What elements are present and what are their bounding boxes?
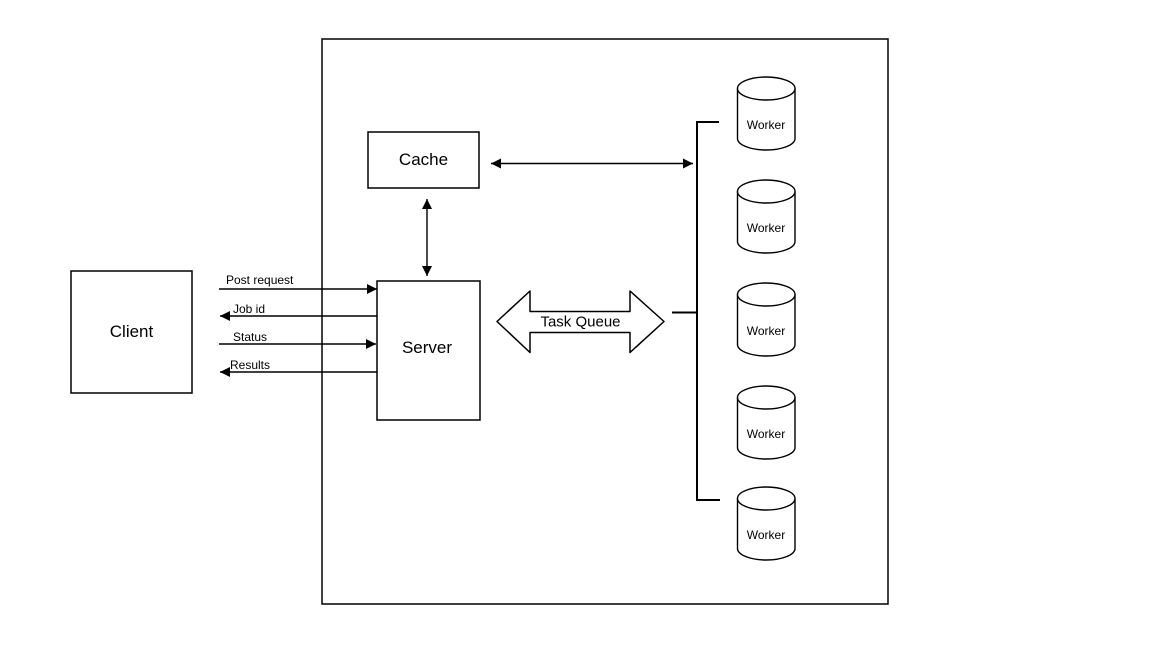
task-queue-label: Task Queue [540, 314, 620, 331]
worker-cylinder [736, 486, 796, 561]
client-box [70, 270, 193, 394]
worker-label: Worker [747, 427, 785, 441]
worker-cylinder-rim [736, 397, 796, 410]
worker-label: Worker [747, 221, 785, 235]
worker-cylinder [736, 385, 796, 460]
worker-node-2: Worker [736, 179, 796, 254]
server-box [376, 280, 481, 421]
worker-label: Worker [747, 324, 785, 338]
server-node: Server [376, 280, 481, 421]
task-queue-arrow-shape [496, 290, 665, 354]
worker-node-3: Worker [736, 282, 796, 357]
worker-cylinder-rim [736, 191, 796, 204]
server-label: Server [402, 338, 452, 357]
worker-cylinder-rim [736, 498, 796, 511]
client-label: Client [110, 322, 154, 341]
worker-cylinder-rim [736, 88, 796, 101]
worker-node-5: Worker [736, 486, 796, 561]
worker-node-1: Worker [736, 76, 796, 151]
status-label: Status [233, 330, 267, 344]
task-queue-node: Task Queue [496, 290, 665, 354]
worker-bracket [696, 121, 720, 501]
worker-cylinder [736, 76, 796, 151]
worker-cylinder [736, 179, 796, 254]
cache-label: Cache [399, 150, 448, 169]
worker-label: Worker [747, 528, 785, 542]
client-node: Client [70, 270, 193, 394]
job-id-label: Job id [233, 302, 265, 316]
worker-label: Worker [747, 118, 785, 132]
worker-cylinder-rim [736, 294, 796, 307]
post-request-label: Post request [226, 273, 294, 287]
results-label: Results [230, 358, 270, 372]
worker-cylinder [736, 282, 796, 357]
worker-node-4: Worker [736, 385, 796, 460]
cache-node: Cache [367, 131, 480, 189]
cache-box [367, 131, 480, 189]
